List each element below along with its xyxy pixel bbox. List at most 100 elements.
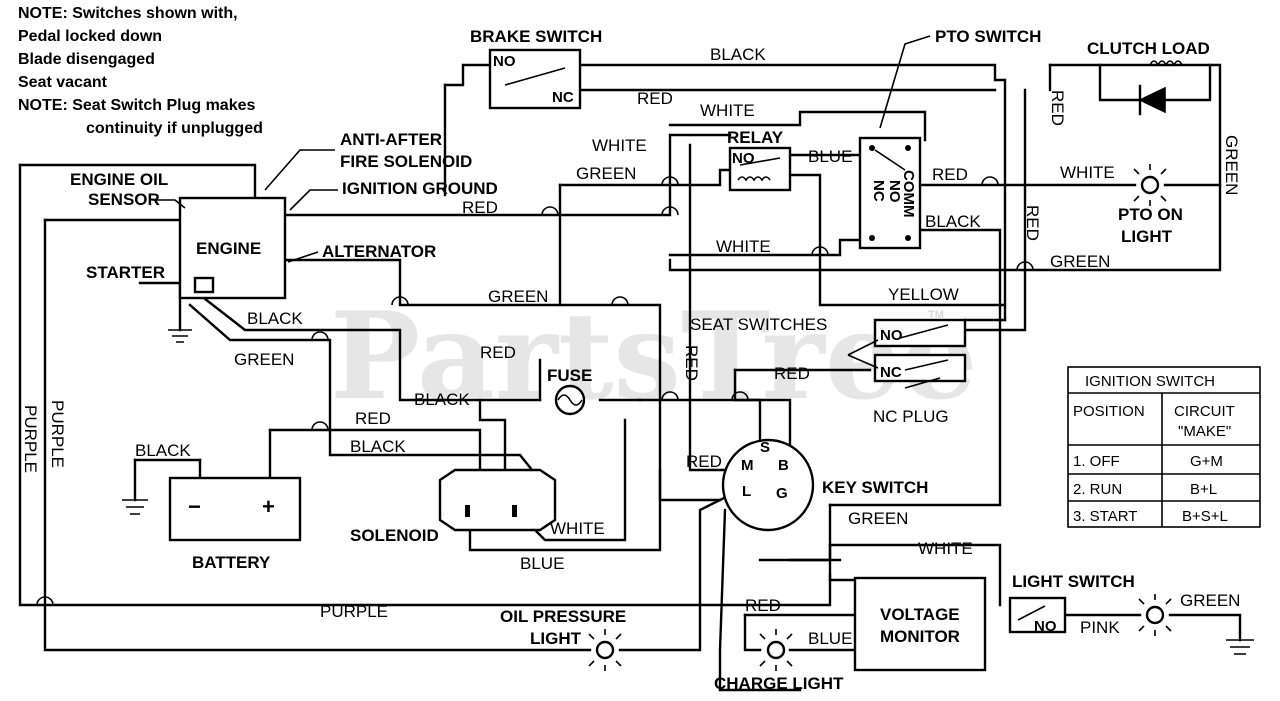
seat-nc: NC	[880, 364, 902, 381]
anti-after-fire-label-2: FIRE SOLENOID	[340, 152, 472, 171]
anti-after-fire-label-1: ANTI-AFTER	[340, 130, 442, 149]
clutch-load-label: CLUTCH LOAD	[1087, 39, 1210, 58]
voltage-monitor-label-2: MONITOR	[880, 627, 960, 646]
wire-green-alt	[283, 258, 722, 502]
relay-no: NO	[732, 150, 755, 167]
wire-purple-outer	[18, 163, 832, 607]
alternator-label: ALTERNATOR	[322, 242, 436, 261]
battery-plus: +	[262, 494, 275, 519]
fuse-label: FUSE	[547, 366, 592, 385]
note-line: Seat vacant	[18, 74, 108, 91]
oil-pressure-label-2: LIGHT	[530, 629, 582, 648]
engine-oil-label-1: ENGINE OIL	[70, 170, 168, 189]
wire-label: BLACK	[414, 390, 470, 409]
wire-label: BLACK	[135, 441, 191, 460]
wire-label: GREEN	[848, 509, 908, 528]
voltage-monitor: VOLTAGE MONITOR	[853, 576, 987, 672]
note-line: continuity if unplugged	[86, 120, 263, 137]
wire-label: GREEN	[1222, 135, 1241, 195]
key-b: B	[778, 457, 789, 474]
wire-green-relay	[558, 168, 732, 187]
light-switch-no: NO	[1034, 618, 1057, 635]
wire-green-light	[1168, 613, 1242, 642]
brake-switch-label: BRAKE SWITCH	[470, 27, 602, 46]
key-l: L	[742, 483, 751, 500]
ignition-switch-table: IGNITION SWITCH POSITION CIRCUIT "MAKE" …	[1067, 366, 1261, 528]
wire-white-mid	[668, 238, 862, 257]
wire-label: PURPLE	[320, 602, 388, 621]
key-g: G	[776, 485, 788, 502]
wire-label: BLACK	[925, 212, 981, 231]
brake-no: NO	[493, 53, 516, 70]
wire-green-clutch	[668, 63, 1222, 272]
crossover-hump	[36, 596, 54, 606]
note-line: NOTE: Seat Switch Plug makes	[18, 97, 256, 114]
key-m: M	[741, 457, 754, 474]
seat-switches-label: SEAT SWITCHES	[690, 315, 827, 334]
note-line: Pedal locked down	[18, 28, 162, 45]
wire-label: RED	[637, 89, 673, 108]
charge-light: CHARGE LIGHT	[714, 629, 844, 693]
notes-block: NOTE: Switches shown with, Pedal locked …	[18, 5, 263, 137]
wire-engine-oil	[18, 163, 257, 202]
wire-label: BLUE	[520, 554, 564, 573]
table-row-position: 3. START	[1073, 508, 1137, 525]
engine-label: ENGINE	[196, 239, 261, 258]
wire-label: WHITE	[716, 237, 771, 256]
wire-black-fuse	[478, 398, 507, 472]
wire-label: PURPLE	[48, 400, 67, 468]
table-row-position: 1. OFF	[1073, 453, 1120, 470]
wire-yellow	[788, 173, 1007, 307]
key-switch-label: KEY SWITCH	[822, 478, 928, 497]
pto-nc: NC	[870, 180, 887, 202]
table-row-make: B+S+L	[1182, 508, 1228, 525]
table-row-make: G+M	[1190, 453, 1223, 470]
wire-red-ignition	[283, 133, 732, 217]
table-row-make: B+L	[1190, 481, 1217, 498]
seat-switches: NO NC SEAT SWITCHES NC PLUG	[690, 315, 967, 426]
wire-white-key	[688, 143, 742, 472]
charge-light-label: CHARGE LIGHT	[714, 674, 844, 693]
wire-purple-oil	[43, 218, 592, 652]
crossover-hump	[391, 296, 409, 306]
oil-pressure-light: OIL PRESSURE LIGHT	[500, 607, 626, 671]
wire-label: RED	[686, 452, 722, 471]
wire-red-seat-key	[733, 368, 792, 457]
crossover-hump	[811, 246, 829, 256]
pto-on-light: PTO ON LIGHT	[1118, 164, 1183, 246]
battery: − + BATTERY	[122, 476, 302, 572]
pto-no: NO	[886, 180, 903, 203]
wire-black-pto	[828, 228, 1002, 507]
wire-label: BLUE	[808, 147, 852, 166]
crossover-hump	[311, 331, 329, 341]
oil-pressure-label-1: OIL PRESSURE	[500, 607, 626, 626]
ignition-ground-label: IGNITION GROUND	[342, 179, 498, 198]
wire-label: WHITE	[1060, 163, 1115, 182]
wire-green-monitor	[828, 503, 857, 582]
wire-label: GREEN	[576, 164, 636, 183]
table-row-position: 2. RUN	[1073, 481, 1122, 498]
wire-label: GREEN	[1180, 591, 1240, 610]
table-header-circuit: CIRCUIT	[1174, 403, 1235, 420]
starter-label: STARTER	[86, 263, 165, 282]
table-header-make: "MAKE"	[1178, 423, 1231, 440]
seat-no: NO	[880, 327, 903, 344]
pto-on-label-1: PTO ON	[1118, 205, 1183, 224]
crossover-hump	[981, 176, 999, 186]
watermark: PartsTree	[330, 286, 977, 427]
wire-brake-no	[443, 63, 492, 87]
wire-label: PINK	[1080, 618, 1120, 637]
wire-green-solenoid	[188, 303, 542, 482]
wire-white-light	[788, 543, 1002, 607]
crossover-hump	[661, 206, 679, 216]
table-title: IGNITION SWITCH	[1085, 373, 1215, 390]
wire-label: RED	[355, 409, 391, 428]
wire-label: WHITE	[592, 136, 647, 155]
engine-oil-label-2: SENSOR	[88, 190, 160, 209]
table-header-position: POSITION	[1073, 403, 1145, 420]
wire-label: RED	[774, 364, 810, 383]
wire-red-charge	[743, 613, 762, 652]
wire-label: WHITE	[918, 539, 973, 558]
